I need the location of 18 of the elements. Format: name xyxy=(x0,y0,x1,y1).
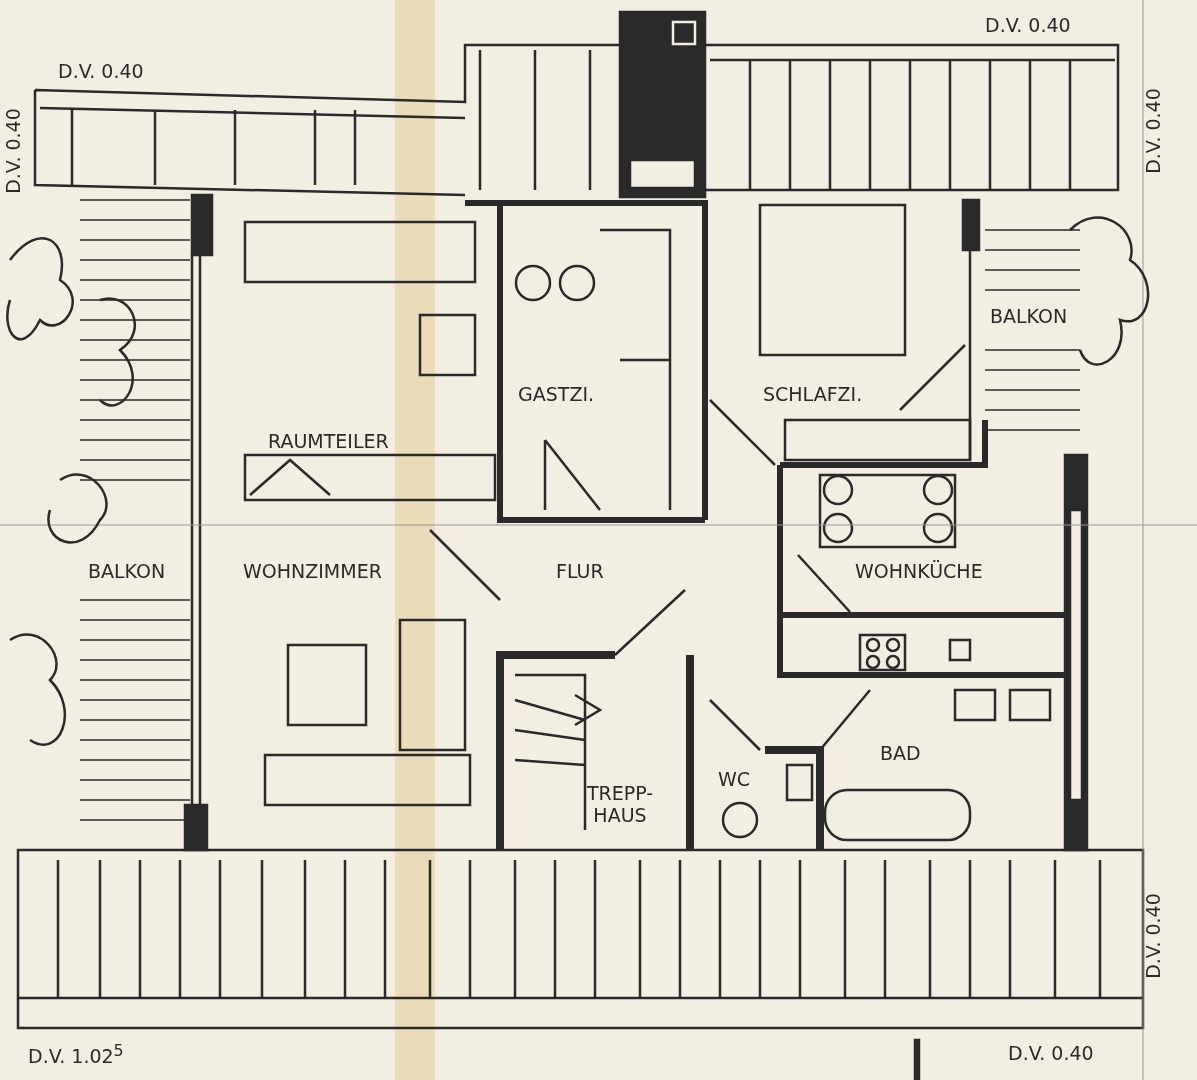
room-label: FLUR xyxy=(556,560,604,582)
room-label: BALKON xyxy=(88,560,166,582)
room-label: SCHLAFZI. xyxy=(763,383,863,405)
room-label: GASTZI. xyxy=(518,383,595,405)
roof-overhang-note: D.V. 0.40 xyxy=(1141,88,1164,174)
room-label: TREPP- HAUS xyxy=(585,782,655,826)
room-label: WOHNKÜCHE xyxy=(855,560,983,582)
roof-overhang-note: D.V. 1.02$^{5}$ xyxy=(28,1040,124,1068)
roof-overhang-note: D.V. 0.40 xyxy=(58,60,144,82)
roof-overhang-note: D.V. 0.40 xyxy=(985,14,1071,36)
roof-overhang-note: D.V. 0.40 xyxy=(1008,1042,1094,1064)
room-label: BALKON xyxy=(990,305,1068,327)
room-label: WOHNZIMMER xyxy=(243,560,382,582)
room-label: WC xyxy=(718,768,751,790)
roof-overhang-note: D.V. 0.40 xyxy=(1141,893,1164,979)
roof-overhang-note: D.V. 0.40 xyxy=(1,108,24,194)
room-label: RAUMTEILER xyxy=(268,430,389,452)
room-label: BAD xyxy=(880,742,921,764)
